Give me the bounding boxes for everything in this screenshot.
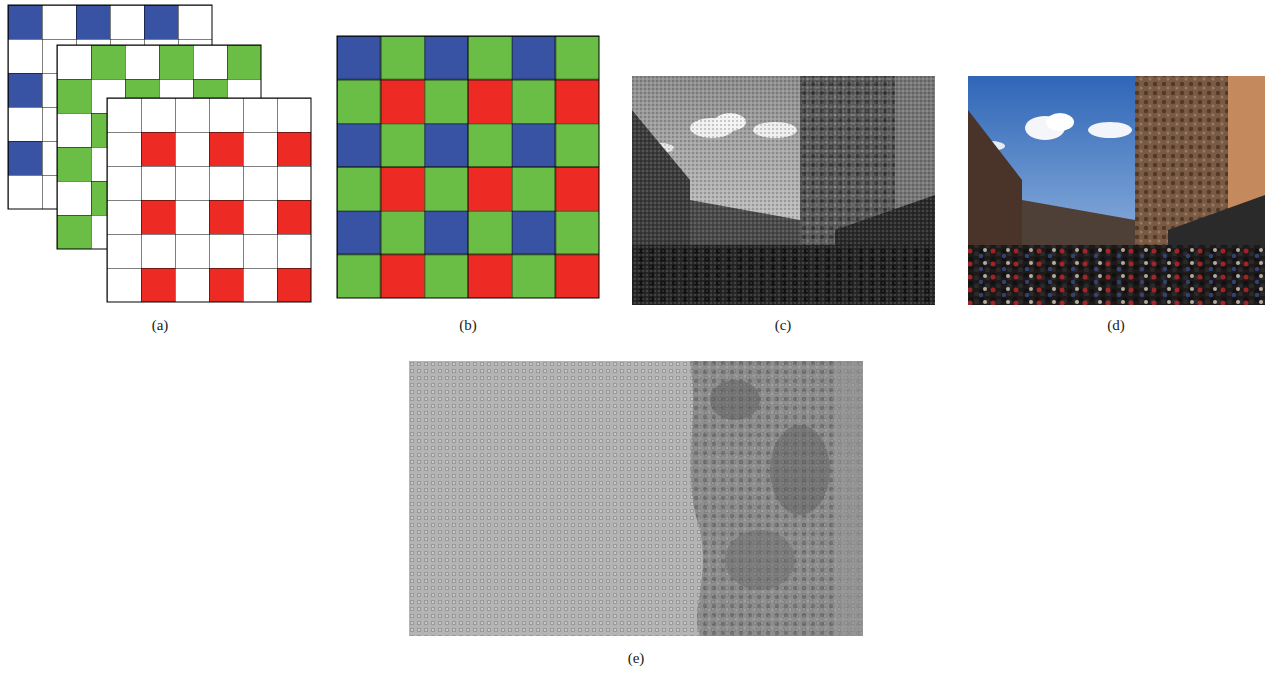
panel-label-holder: (a) [150, 316, 171, 334]
raw-photo [632, 76, 935, 305]
bayer-mosaic [337, 36, 599, 298]
panel-label-holder: (d) [1105, 316, 1127, 334]
panel-label-holder: (c) [773, 316, 794, 334]
panel-label: (d) [1105, 317, 1127, 333]
zoomed-detail [409, 361, 863, 636]
color-photo [968, 76, 1265, 305]
filter-layers [8, 5, 311, 302]
panel-label: (e) [626, 650, 647, 666]
panel-label: (c) [773, 317, 794, 333]
panel-label: (a) [150, 317, 171, 333]
panel-label-holder: (e) [626, 649, 647, 667]
panel-label-holder: (b) [457, 316, 479, 334]
panel-label: (b) [457, 317, 479, 333]
